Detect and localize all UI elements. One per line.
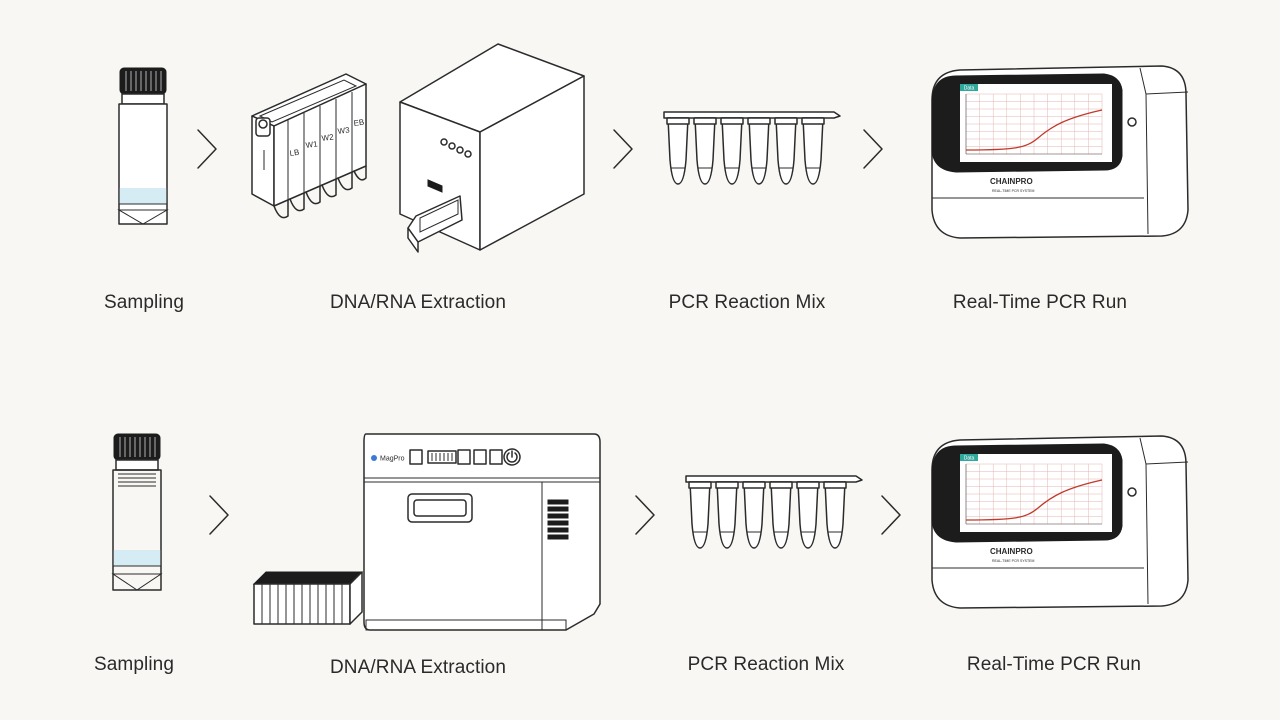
screen-display xyxy=(960,454,1112,532)
pcr-tube xyxy=(775,117,797,185)
sample-liquid xyxy=(119,188,167,204)
step-label: DNA/RNA Extraction xyxy=(329,657,507,678)
pcr-tube xyxy=(694,117,716,185)
svg-text:W1: W1 xyxy=(305,139,319,150)
step-label: Real-Time PCR Run xyxy=(952,292,1128,313)
pcr-tube xyxy=(748,117,770,185)
step-label: Real-Time PCR Run xyxy=(966,654,1142,675)
real-time-pcr-instrument-row1: Data CHAINPRO REAL-TIME PCR SYSTEM xyxy=(926,64,1190,240)
pcr-tube-strip-row1 xyxy=(663,106,841,188)
step-label: PCR Reaction Mix xyxy=(687,654,845,675)
pcr-tube xyxy=(743,481,765,549)
sample-liquid xyxy=(113,550,161,566)
pcr-tube xyxy=(689,481,711,549)
svg-text:LB: LB xyxy=(289,148,300,158)
arrow-chevron-icon xyxy=(612,128,636,170)
sample-tube-row2 xyxy=(110,433,166,596)
pcr-tube xyxy=(797,481,819,549)
pcr-tube xyxy=(770,481,792,549)
svg-text:REAL-TIME PCR SYSTEM: REAL-TIME PCR SYSTEM xyxy=(992,189,1034,193)
screen-display xyxy=(960,84,1112,162)
arrow-chevron-icon xyxy=(862,128,886,170)
svg-text:CHAINPRO: CHAINPRO xyxy=(990,177,1033,186)
pcr-tube xyxy=(802,117,824,185)
deep-well-plate xyxy=(252,570,364,626)
step-label: PCR Reaction Mix xyxy=(668,292,826,313)
svg-text:MagPro: MagPro xyxy=(380,456,405,463)
svg-text:REAL-TIME PCR SYSTEM: REAL-TIME PCR SYSTEM xyxy=(992,559,1034,563)
svg-text:CHAINPRO: CHAINPRO xyxy=(990,547,1033,556)
arrow-chevron-icon xyxy=(196,128,220,170)
real-time-pcr-instrument-row2: Data CHAINPRO REAL-TIME PCR SYSTEM xyxy=(926,434,1190,610)
arrow-chevron-icon xyxy=(634,494,658,536)
svg-text:W2: W2 xyxy=(321,132,335,143)
arrow-chevron-icon xyxy=(208,494,232,536)
pcr-tube xyxy=(667,117,689,185)
pcr-tube xyxy=(824,481,846,549)
step-label: Sampling xyxy=(103,292,185,313)
svg-text:EB: EB xyxy=(353,118,365,128)
pcr-tube xyxy=(721,117,743,185)
svg-text:Data: Data xyxy=(964,456,975,462)
svg-text:W3: W3 xyxy=(337,125,351,136)
step-label: Sampling xyxy=(93,654,175,675)
pcr-tube xyxy=(716,481,738,549)
extraction-instrument-magpro: MagPro xyxy=(356,432,602,634)
step-label: DNA/RNA Extraction xyxy=(329,292,507,313)
pcr-tube-strip-row2 xyxy=(685,470,863,552)
sample-tube-row1 xyxy=(116,67,172,230)
extraction-instrument-compact xyxy=(398,42,588,256)
svg-text:Data: Data xyxy=(964,86,975,92)
arrow-chevron-icon xyxy=(880,494,904,536)
extraction-cartridge: LB W1 W2 W3 EB xyxy=(244,66,374,226)
